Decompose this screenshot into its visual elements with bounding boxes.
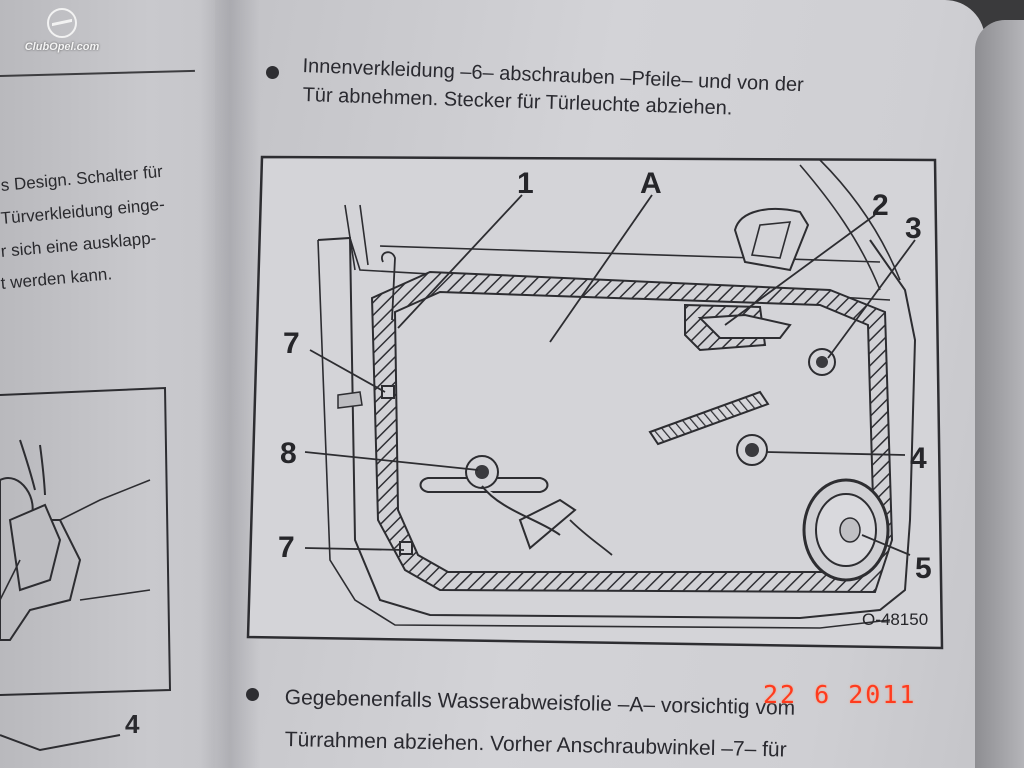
book-gutter — [200, 0, 260, 768]
bullet-icon — [246, 688, 259, 701]
speaker — [802, 478, 890, 582]
label-A: A — [640, 167, 662, 200]
watermark-text: ClubOpel.com — [24, 41, 100, 53]
label-2: 2 — [872, 189, 889, 222]
bullet-icon — [266, 66, 279, 79]
inset-label-4: 4 — [125, 709, 140, 739]
latch-mechanism — [419, 455, 613, 556]
grommet-4 — [736, 434, 768, 466]
screw-7-upper — [381, 385, 395, 399]
page-edge — [975, 20, 1024, 768]
label-4: 4 — [910, 442, 927, 475]
left-page — [0, 0, 250, 768]
label-3: 3 — [905, 212, 922, 245]
door-outline — [317, 236, 917, 620]
label-7-upper: 7 — [283, 327, 300, 360]
label-1: 1 — [517, 167, 534, 200]
label-7-lower: 7 — [278, 531, 295, 564]
label-5: 5 — [915, 552, 932, 585]
left-inset-drawing: 4 — [0, 386, 172, 752]
leader-lines — [304, 194, 916, 556]
camera-timestamp: 22 6 2011 — [763, 680, 917, 709]
hatched-strip — [648, 390, 770, 446]
screw-7-lower — [399, 541, 413, 555]
grommet-3 — [808, 348, 836, 376]
figure-id: O-48150 — [862, 610, 928, 629]
opel-logo-icon — [47, 8, 77, 38]
label-8: 8 — [280, 437, 297, 470]
clubopel-watermark: ClubOpel.com — [12, 8, 112, 63]
